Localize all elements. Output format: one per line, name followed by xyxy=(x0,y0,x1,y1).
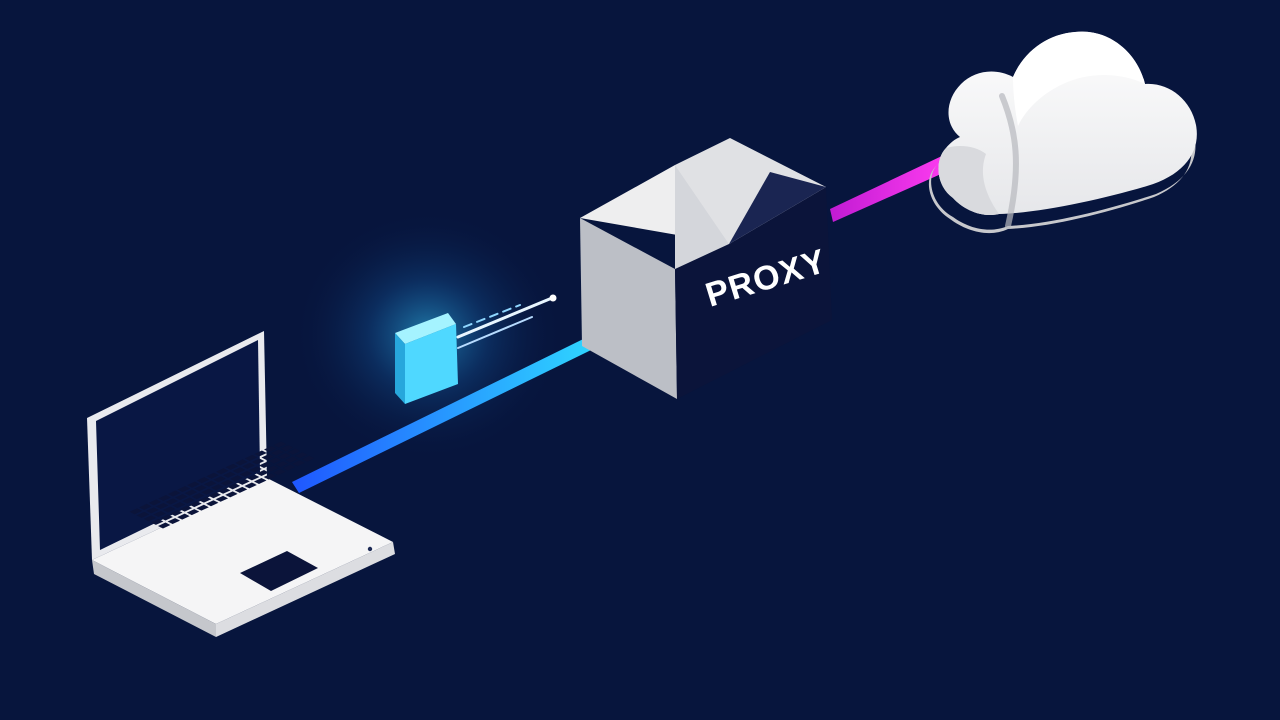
laptop-key xyxy=(208,492,221,499)
laptop-key xyxy=(216,468,229,475)
laptop-key xyxy=(198,496,212,503)
laptop-key xyxy=(263,473,277,480)
laptop-key xyxy=(191,493,205,500)
laptop-key xyxy=(194,485,207,492)
laptop-key xyxy=(294,452,308,459)
laptop-key xyxy=(273,441,287,448)
link-proxy-cloud xyxy=(830,155,950,222)
laptop-key xyxy=(271,449,284,456)
laptop-key xyxy=(275,461,289,468)
laptop-key xyxy=(225,491,238,498)
laptop-key xyxy=(160,514,173,521)
laptop-key xyxy=(187,481,200,488)
laptop-key xyxy=(235,459,248,466)
proxy-server-icon: PROXY xyxy=(580,138,832,399)
laptop-key xyxy=(167,518,181,525)
laptop-key xyxy=(158,494,171,501)
laptop-key xyxy=(223,471,236,478)
laptop-key xyxy=(196,477,210,484)
laptop-icon xyxy=(87,331,395,637)
laptop-key xyxy=(273,469,286,476)
laptop-key xyxy=(168,490,181,497)
laptop-key xyxy=(234,486,248,493)
laptop-key xyxy=(165,498,178,505)
laptop-key xyxy=(254,478,267,484)
laptop-key xyxy=(287,448,301,455)
laptop-key xyxy=(189,501,202,508)
laptop-key xyxy=(280,445,294,452)
laptop-key xyxy=(268,457,282,464)
laptop-key xyxy=(254,450,267,457)
laptop-key xyxy=(220,479,234,486)
laptop-key xyxy=(278,453,291,460)
laptop-key xyxy=(256,470,269,476)
laptop-key xyxy=(242,462,255,469)
laptop-key xyxy=(148,499,162,506)
laptop-key xyxy=(211,484,224,491)
laptop-key xyxy=(136,511,150,518)
laptop-key xyxy=(239,470,253,477)
laptop-key xyxy=(143,515,157,522)
laptop-key xyxy=(244,454,258,461)
data-packet-icon xyxy=(395,294,557,404)
laptop-key xyxy=(215,495,229,502)
laptop-key xyxy=(285,456,298,463)
laptop-key xyxy=(153,510,166,517)
laptop-key xyxy=(237,478,250,485)
laptop-key xyxy=(177,513,190,520)
laptop-key xyxy=(261,454,274,460)
laptop-key xyxy=(230,475,243,482)
laptop-key xyxy=(302,455,315,462)
laptop-keyboard xyxy=(129,441,315,529)
laptop-key xyxy=(249,466,262,473)
laptop-key xyxy=(232,467,246,474)
laptop-key xyxy=(163,506,176,513)
laptop-key xyxy=(206,472,219,479)
laptop-key xyxy=(282,464,296,471)
laptop-key xyxy=(246,474,260,481)
laptop-key xyxy=(184,489,198,496)
laptop-key xyxy=(266,465,279,472)
laptop-key xyxy=(172,502,186,509)
laptop-key xyxy=(201,488,214,495)
laptop-key xyxy=(139,503,152,510)
laptop-key xyxy=(251,458,265,465)
laptop-key xyxy=(203,480,217,487)
laptop-key xyxy=(179,505,193,512)
laptop-key xyxy=(182,497,195,504)
laptop-key xyxy=(206,500,219,507)
laptop-key xyxy=(213,476,226,483)
laptop-key xyxy=(155,502,169,509)
laptop-key xyxy=(292,460,305,467)
laptop-key xyxy=(129,508,143,515)
laptop-key xyxy=(186,509,200,516)
laptop-key xyxy=(146,507,159,514)
laptop-key xyxy=(227,483,241,490)
laptop-trackpad xyxy=(240,551,318,591)
laptop-key xyxy=(170,510,183,517)
laptop-key xyxy=(225,463,239,470)
laptop-key xyxy=(177,486,191,493)
laptop-key xyxy=(150,518,164,525)
laptop-key xyxy=(196,504,209,511)
laptop-key xyxy=(264,446,277,452)
laptop-key xyxy=(175,494,188,501)
link-laptop-proxy xyxy=(292,318,632,493)
laptop-key xyxy=(158,522,171,529)
cloud-icon xyxy=(928,31,1197,234)
laptop-key xyxy=(218,487,231,494)
laptop-key xyxy=(244,482,257,489)
laptop-key xyxy=(259,462,272,468)
